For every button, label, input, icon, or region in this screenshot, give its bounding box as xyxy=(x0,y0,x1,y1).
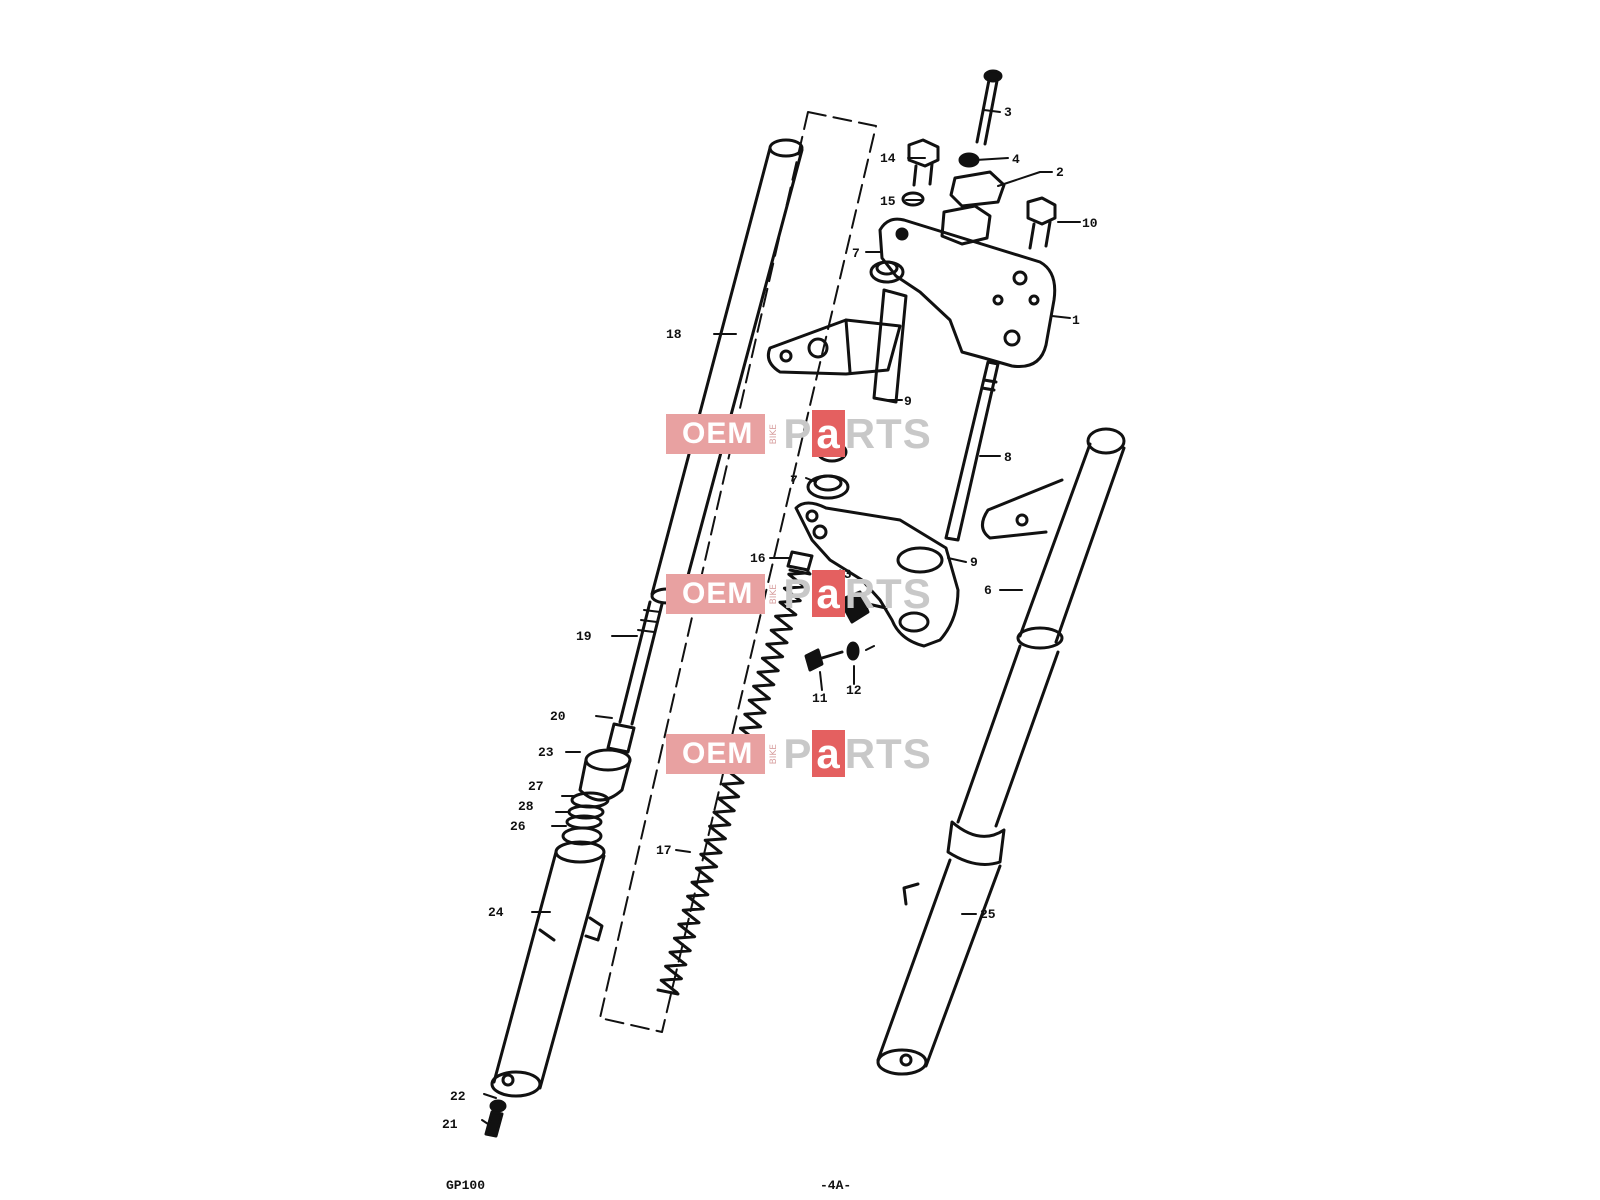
part-1-upper-bracket xyxy=(878,217,1057,369)
callout-6: 6 xyxy=(984,583,992,598)
callout-25: 25 xyxy=(980,907,996,922)
part-8-steering-stem xyxy=(944,360,1000,542)
callout-10: 10 xyxy=(1082,216,1098,231)
callout-19: 19 xyxy=(576,629,592,644)
callout-1: 1 xyxy=(1072,313,1080,328)
dashed-outline-box xyxy=(599,111,877,1033)
watermark-oem: OEM xyxy=(666,574,766,614)
part-2-holder xyxy=(940,170,1006,246)
callout-16: 16 xyxy=(750,551,766,566)
part-6-right-fork-tube xyxy=(981,427,1126,650)
watermark: OEM BIKE PaRTS xyxy=(666,570,932,617)
callout-9-lower: 9 xyxy=(970,555,978,570)
callout-20: 20 xyxy=(550,709,566,724)
part-16-bolt xyxy=(786,550,814,572)
callout-4: 4 xyxy=(1012,152,1020,167)
part-26-ring xyxy=(561,826,603,846)
model-label: GP100 xyxy=(446,1178,486,1193)
part-7-upper-bearing xyxy=(869,260,905,284)
spring-ends xyxy=(656,568,812,996)
part-23-cylinder xyxy=(578,748,632,802)
callout-8: 8 xyxy=(1004,450,1012,465)
watermark-oem: OEM xyxy=(666,734,766,774)
watermark-bike: BIKE xyxy=(769,423,780,445)
callout-24: 24 xyxy=(488,905,504,920)
part-24-outer-tube xyxy=(490,840,606,1098)
part-7-lower-bearing xyxy=(806,474,850,500)
callout-21: 21 xyxy=(442,1117,458,1132)
callout-26: 26 xyxy=(510,819,526,834)
callout-28: 28 xyxy=(518,799,534,814)
callout-3: 3 xyxy=(1004,105,1012,120)
callout-27: 27 xyxy=(528,779,544,794)
watermark-parts: PaRTS xyxy=(783,410,932,457)
part-20-piston xyxy=(606,722,636,754)
watermark-bike: BIKE xyxy=(769,583,780,605)
callout-7-lower: 7 xyxy=(790,473,798,488)
callout-14: 14 xyxy=(880,151,896,166)
part-15-washer xyxy=(901,191,925,207)
part-21-drain-bolt xyxy=(484,1110,504,1138)
part-13-bolt xyxy=(838,590,888,624)
part-28-spring xyxy=(565,804,605,830)
callout-18: 18 xyxy=(666,327,682,342)
part-5-bracket-left xyxy=(766,288,908,404)
watermark-oem: OEM xyxy=(666,414,766,454)
leader-lines xyxy=(481,109,1081,1125)
callout-23: 23 xyxy=(538,745,554,760)
callout-9-upper: 9 xyxy=(904,394,912,409)
part-22-washer xyxy=(489,1099,507,1113)
callout-labels: 3 4 2 14 15 10 7 1 18 9 8 7 9 16 13 6 19… xyxy=(442,105,1098,1132)
page-number: -4A- xyxy=(820,1178,852,1193)
callout-2: 2 xyxy=(1056,165,1064,180)
watermark-parts: PaRTS xyxy=(783,730,932,777)
part-14-bolt xyxy=(907,138,940,187)
part-12-washer xyxy=(846,641,860,661)
callout-22: 22 xyxy=(450,1089,466,1104)
part-17-fork-spring xyxy=(656,568,812,996)
part-10-bolt xyxy=(1026,196,1057,250)
part-11-bolt xyxy=(804,648,844,672)
part-9-lower-bracket xyxy=(794,501,960,648)
callout-7-upper: 7 xyxy=(852,246,860,261)
part-3-bolt xyxy=(975,69,1003,146)
callout-17: 17 xyxy=(656,843,672,858)
part-25-outer-tube xyxy=(876,644,1060,1076)
callout-11: 11 xyxy=(812,691,828,706)
part-19-damper-rod xyxy=(618,600,664,726)
callout-12: 12 xyxy=(846,683,862,698)
watermark-bike: BIKE xyxy=(769,743,780,765)
callout-15: 15 xyxy=(880,194,896,209)
watermark: OEM BIKE PaRTS xyxy=(666,730,932,777)
watermark-parts: PaRTS xyxy=(783,570,932,617)
spring-coil xyxy=(659,571,811,995)
watermark: OEM BIKE PaRTS xyxy=(666,410,932,457)
